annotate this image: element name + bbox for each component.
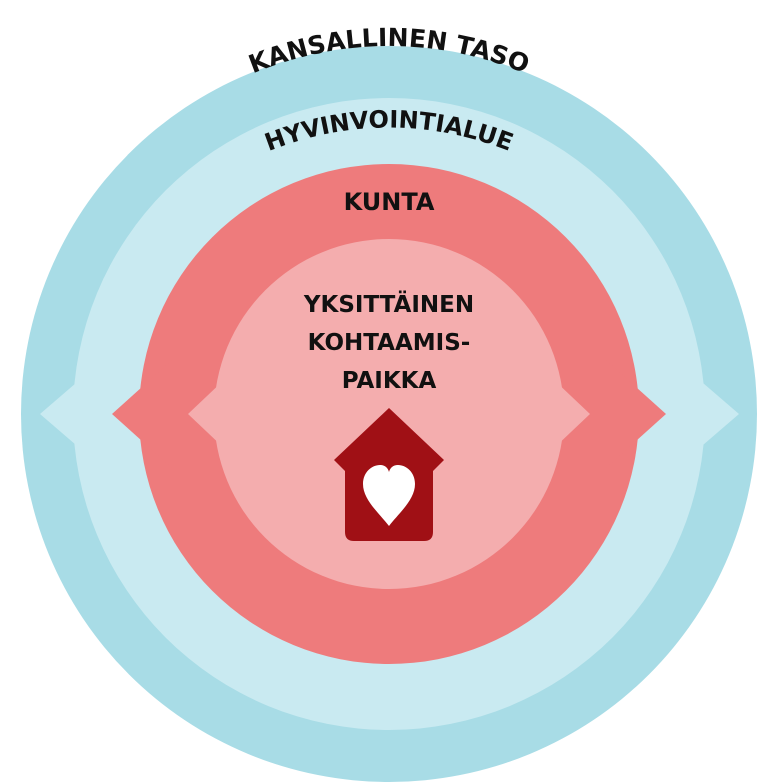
meeting-place-label-line-3: PAIKKA: [342, 368, 437, 394]
heart-icon: [363, 465, 415, 526]
meeting-place-label-line-1: YKSITTÄINEN: [303, 290, 474, 318]
municipality-label: KUNTA: [344, 188, 435, 216]
meeting-place-label-line-2: KOHTAAMIS-: [308, 330, 471, 356]
house-with-heart-icon: [334, 408, 444, 541]
